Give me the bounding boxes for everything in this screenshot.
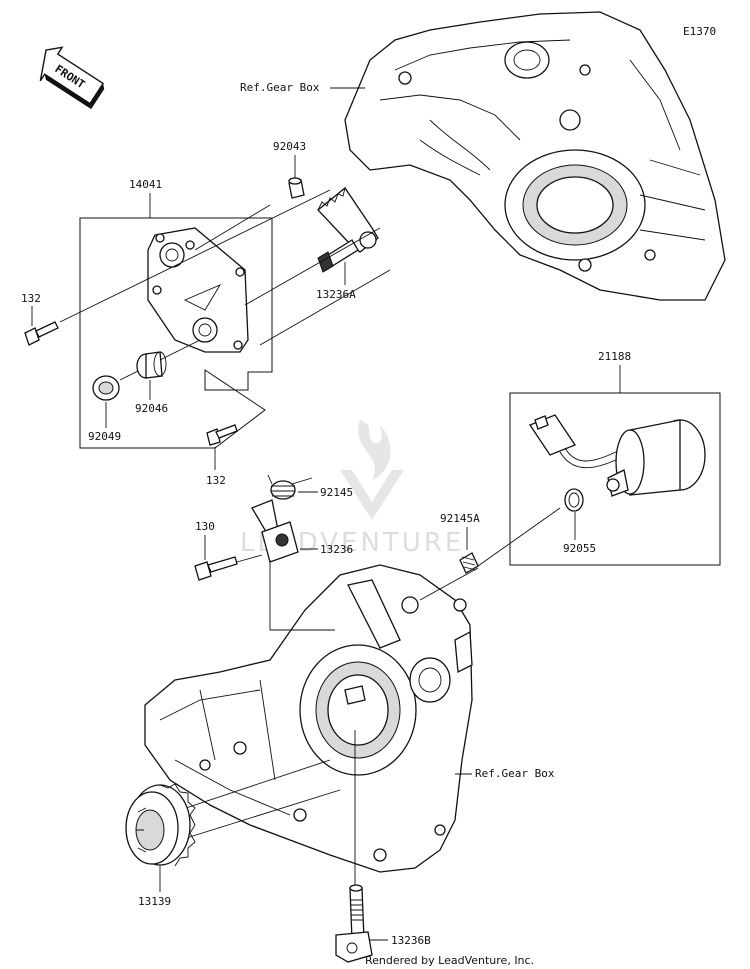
bolt-132-bottom: [206, 424, 238, 446]
label-132-bottom: 132: [206, 474, 226, 487]
label-21188: 21188: [598, 350, 631, 363]
group-box-14041: [79, 217, 273, 449]
label-92145A: 92145A: [440, 512, 480, 525]
label-14041: 14041: [129, 178, 162, 191]
label-92046: 92046: [135, 402, 168, 415]
label-13236A: 13236A: [316, 288, 356, 301]
gear-box-housing-upper: [344, 11, 726, 301]
label-13236B: 13236B: [391, 934, 431, 947]
shift-lever-13236: [251, 499, 299, 563]
group-box-21188: [509, 392, 721, 566]
guide-lines-lower: [179, 560, 479, 885]
ref-gear-box-lower: Ref.Gear Box: [475, 767, 555, 780]
shift-shaft-13236B: [335, 884, 373, 963]
ref-gear-box-upper: Ref.Gear Box: [240, 81, 320, 94]
label-130: 130: [195, 520, 215, 533]
oil-seal-92049: [92, 375, 120, 401]
label-92055: 92055: [563, 542, 596, 555]
label-13236: 13236: [320, 543, 353, 556]
torsion-spring-92145: [267, 474, 313, 500]
label-132-top: 132: [21, 292, 41, 305]
gear-13139: [125, 783, 196, 867]
o-ring-92055: [564, 488, 584, 512]
label-92043: 92043: [273, 140, 306, 153]
footer-credit: Rendered by LeadVenture, Inc.: [365, 954, 534, 967]
label-13139: 13139: [138, 895, 171, 908]
gear-box-housing-lower: [144, 564, 473, 873]
label-92049: 92049: [88, 430, 121, 443]
dowel-pin-92043: [288, 177, 305, 199]
bolt-130: [194, 556, 238, 581]
needle-bearing-92046: [136, 351, 167, 379]
shift-shaft-13236A: [317, 187, 379, 273]
bolt-132-top: [24, 321, 59, 346]
label-92145: 92145: [320, 486, 353, 499]
diagram-code: E1370: [683, 25, 716, 38]
cover-14041: [147, 227, 249, 353]
solenoid-21188: [529, 414, 706, 497]
front-arrow-icon: FRONT: [39, 46, 105, 110]
